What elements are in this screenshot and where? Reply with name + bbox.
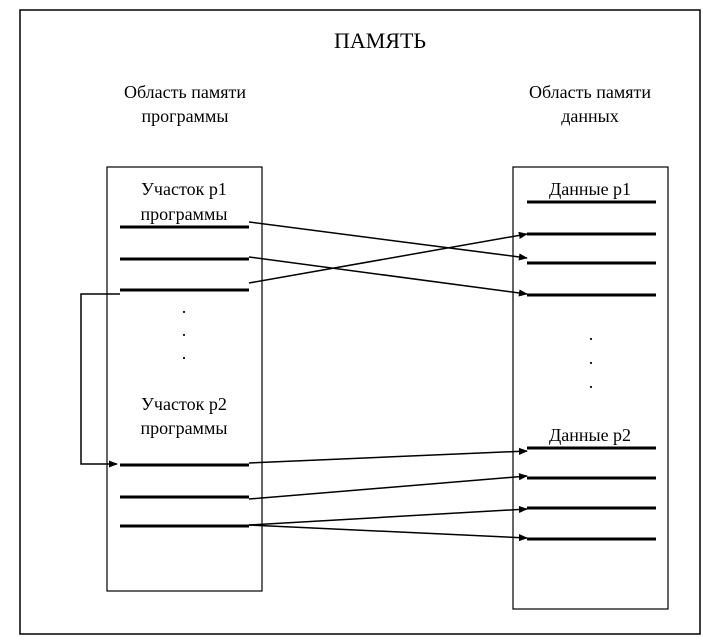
memory-title: ПАМЯТЬ — [334, 28, 426, 53]
program-ellipsis-dot-1: . — [182, 297, 187, 317]
data-memory-box — [512, 166, 669, 610]
program-memory-box — [106, 166, 263, 592]
program-section-p2-label: Участок р2 — [141, 394, 227, 414]
program-ellipsis-dot-2: . — [182, 320, 187, 340]
reference-arrow-p1-2 — [248, 256, 528, 297]
data-p2-label: Данные р2 — [549, 425, 631, 445]
reference-arrow-p2-1 — [248, 447, 528, 464]
program-ellipsis-dot-3: . — [182, 343, 187, 363]
data-ellipsis-dot-1: . — [589, 324, 594, 344]
program-area-label: Область памяти — [124, 82, 246, 102]
reference-arrow-p2-4 — [248, 524, 528, 542]
reference-arrow-p1-1 — [248, 221, 528, 261]
data-area-label-line2: данных — [561, 106, 619, 126]
program-section-p1-label-line2: программы — [141, 204, 228, 224]
data-area-label: Область памяти — [529, 82, 651, 102]
reference-arrow-p1-3 — [248, 231, 528, 284]
reference-arrow-p2-3 — [248, 505, 528, 526]
program-area-label-line2: программы — [142, 106, 229, 126]
jump-arrow — [80, 293, 120, 468]
data-ellipsis-dot-2: . — [589, 348, 594, 368]
program-section-p2-label-line2: программы — [141, 418, 228, 438]
memory-frame — [19, 9, 701, 635]
data-ellipsis-dot-3: . — [589, 372, 594, 392]
reference-arrow-p2-2 — [248, 473, 528, 500]
data-p1-label: Данные р1 — [549, 179, 631, 199]
program-section-p1-label: Участок р1 — [141, 179, 227, 199]
